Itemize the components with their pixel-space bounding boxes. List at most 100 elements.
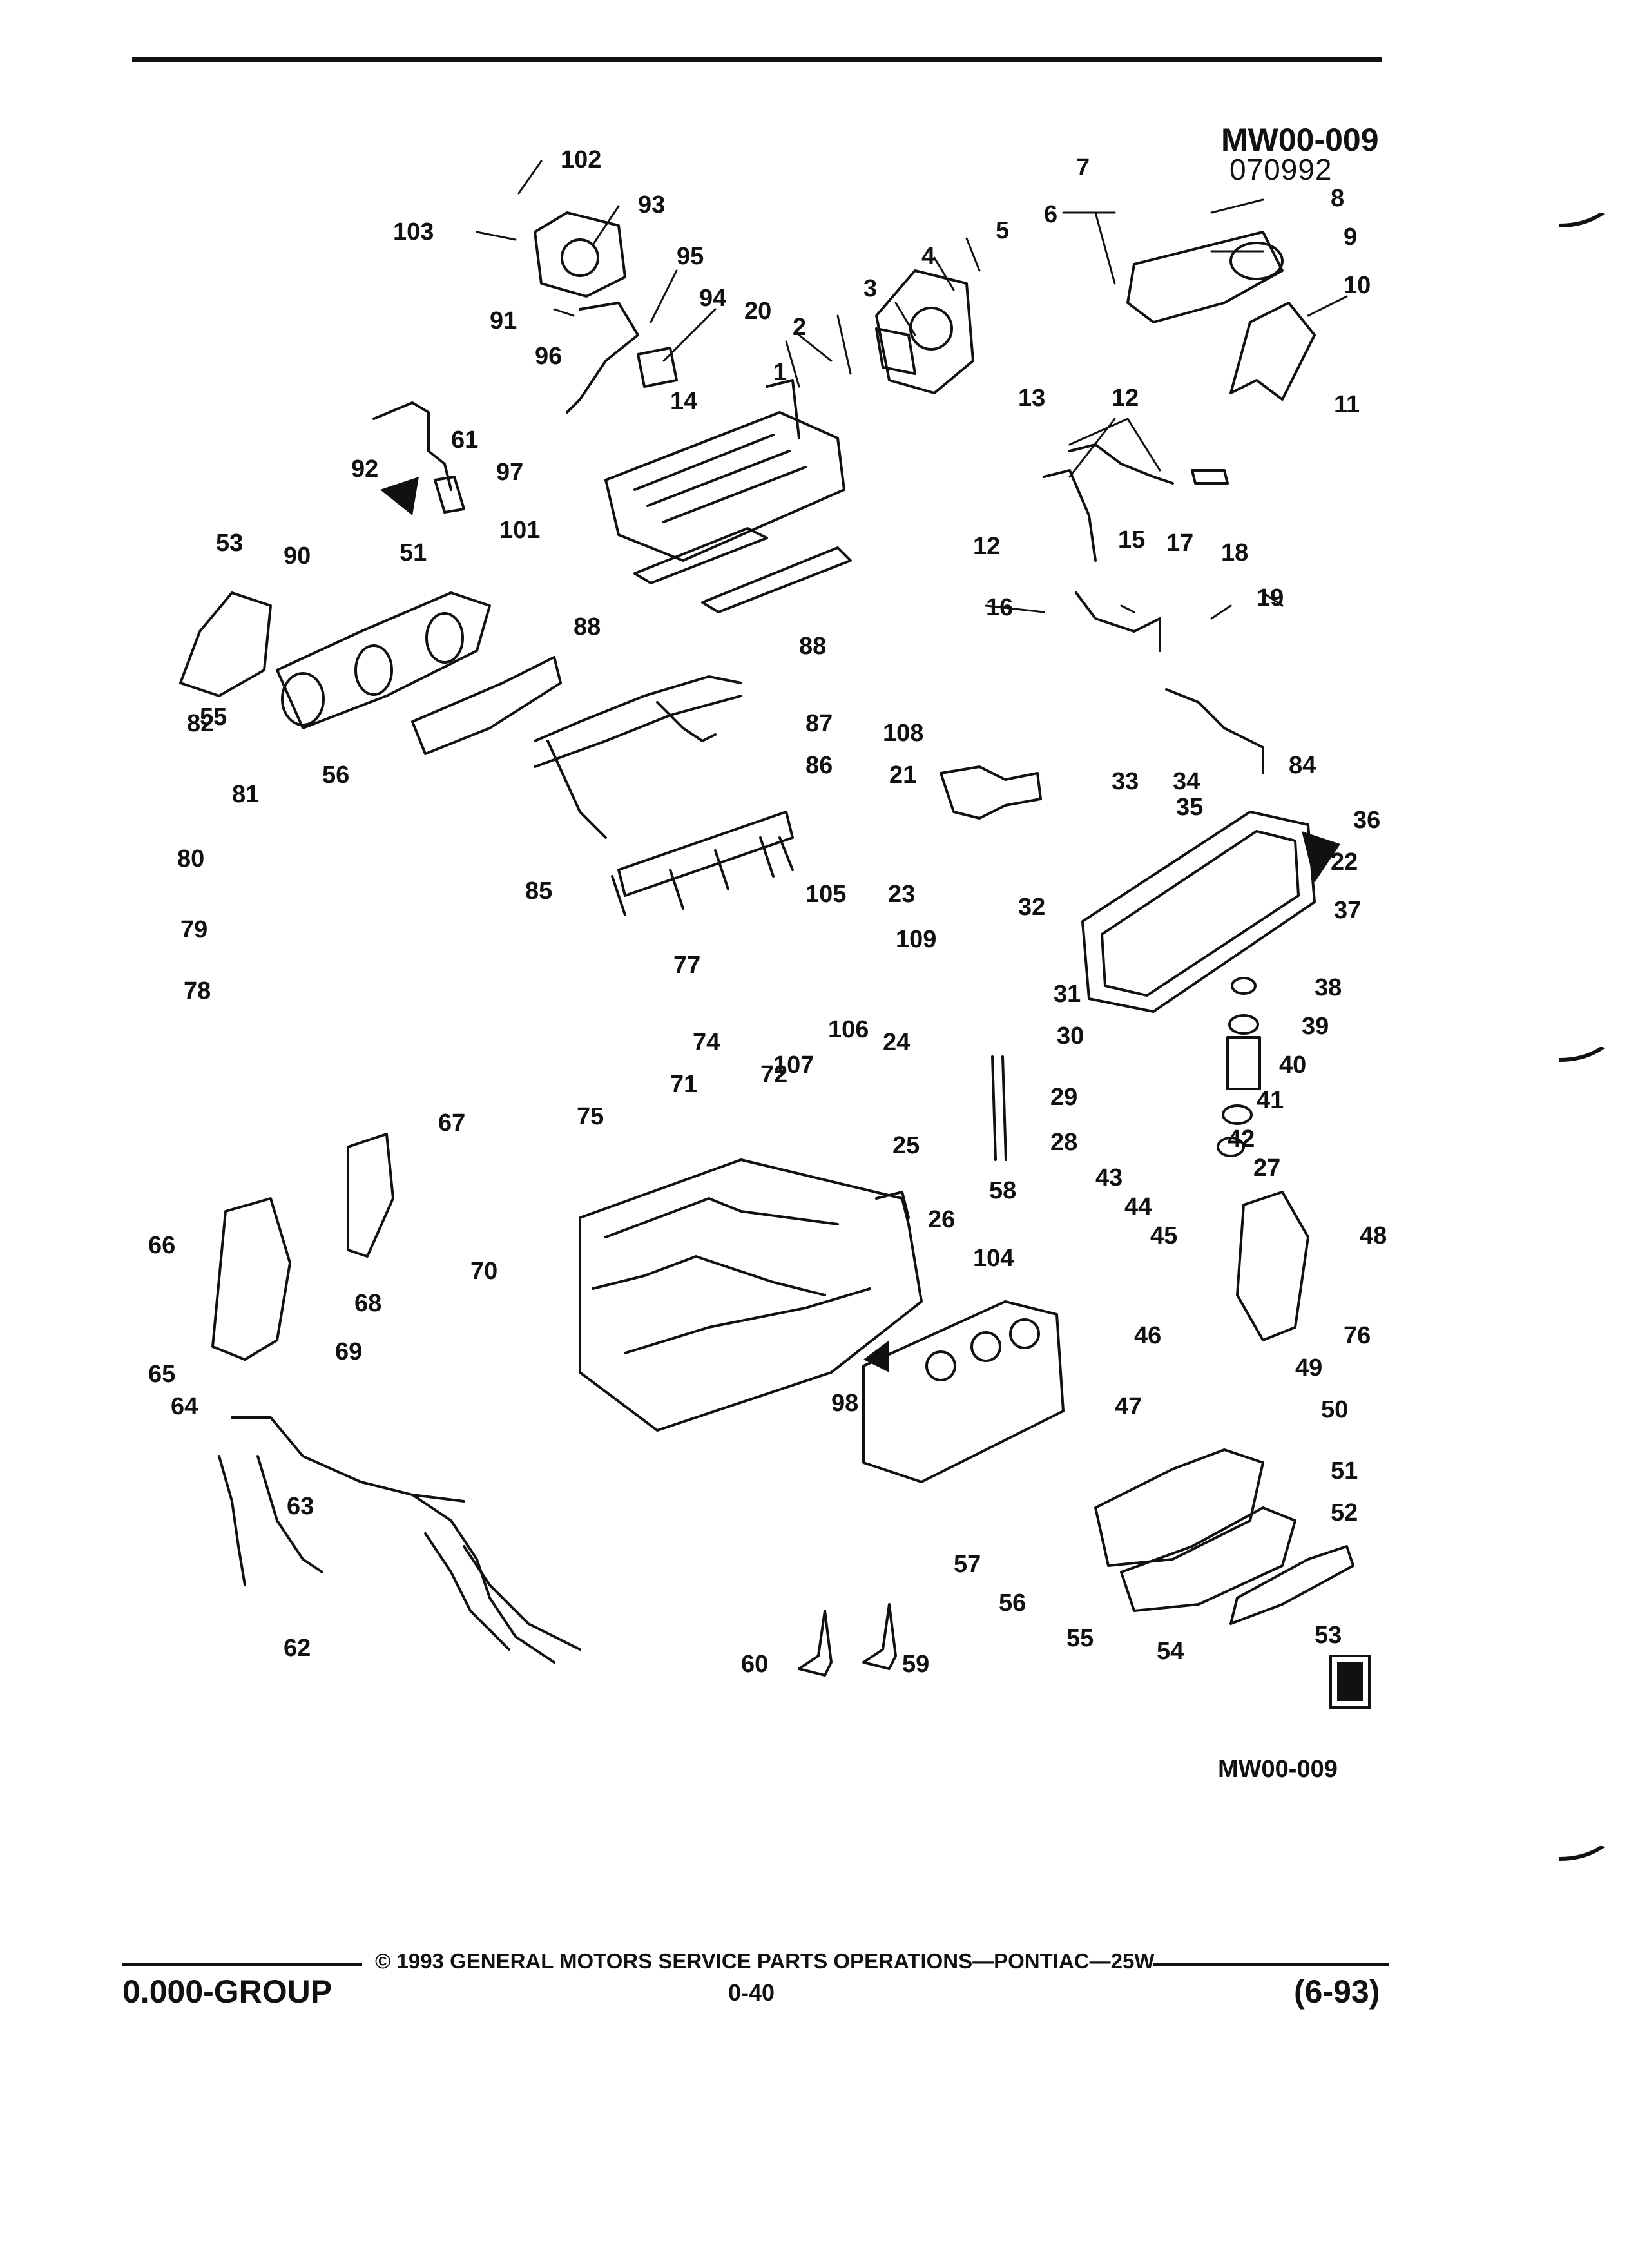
callout-20: 20	[744, 298, 771, 325]
callout-53b: 53	[216, 530, 243, 557]
callout-33: 33	[1112, 768, 1139, 795]
callout-92: 92	[351, 456, 378, 483]
callout-80: 80	[177, 845, 204, 872]
engine-block	[579, 1158, 923, 1432]
callout-87: 87	[805, 710, 833, 737]
callout-59: 59	[902, 1651, 929, 1678]
callout-56b: 56	[322, 762, 349, 789]
callout-108: 108	[883, 720, 923, 747]
callout-102: 102	[561, 146, 601, 173]
callout-39: 39	[1302, 1013, 1329, 1040]
callout-11: 11	[1334, 391, 1360, 418]
cylinder-head	[862, 1300, 1065, 1483]
callout-44: 44	[1124, 1193, 1152, 1220]
throttle-body	[875, 269, 974, 394]
callout-54: 54	[1157, 1638, 1184, 1665]
callout-4: 4	[921, 243, 935, 270]
leader-lines	[476, 160, 1348, 620]
callout-71: 71	[670, 1071, 697, 1098]
callout-1: 1	[773, 359, 787, 386]
callout-109: 109	[896, 926, 936, 953]
callout-53a: 53	[1315, 1622, 1342, 1649]
callout-72: 72	[760, 1061, 787, 1088]
callout-91: 91	[490, 307, 517, 334]
callout-12b: 12	[973, 533, 1000, 560]
binder-tab-mark	[1559, 1047, 1605, 1062]
footer-rule-right	[1153, 1963, 1389, 1966]
callout-48: 48	[1360, 1222, 1387, 1249]
callout-9: 9	[1344, 224, 1357, 251]
exhaust-manifold-left	[179, 591, 562, 755]
callout-64: 64	[171, 1393, 198, 1420]
callout-69: 69	[335, 1338, 362, 1365]
fuel-rail	[611, 811, 794, 916]
callout-88b: 88	[799, 633, 826, 660]
callout-66: 66	[148, 1232, 175, 1259]
figure-code: MW00-009	[1221, 122, 1379, 158]
callout-45: 45	[1150, 1222, 1177, 1249]
upper-intake-manifold	[604, 379, 852, 613]
callout-74: 74	[693, 1029, 720, 1056]
group-label: 0.000-GROUP	[122, 1974, 333, 2010]
callout-55a: 55	[1066, 1625, 1094, 1652]
callout-24: 24	[883, 1029, 910, 1056]
callout-68: 68	[354, 1290, 381, 1317]
callout-27: 27	[1253, 1155, 1280, 1182]
exhaust-manifold-right	[1094, 1448, 1354, 1625]
callout-16: 16	[986, 594, 1013, 621]
callout-14: 14	[670, 388, 697, 415]
egr-assembly	[534, 211, 678, 414]
callout-31: 31	[1054, 981, 1081, 1008]
callout-51b: 51	[400, 539, 427, 566]
callout-37: 37	[1334, 897, 1361, 924]
callout-8: 8	[1331, 185, 1344, 212]
spark-plug-wires	[218, 1416, 581, 1664]
valves	[798, 1603, 897, 1677]
thermostat-housing	[940, 765, 1042, 820]
callout-97: 97	[496, 459, 523, 486]
valve-spring-stack	[1217, 977, 1261, 1157]
callout-29: 29	[1050, 1084, 1077, 1111]
callout-30: 30	[1057, 1023, 1084, 1050]
callout-46: 46	[1134, 1322, 1161, 1349]
callout-19: 19	[1257, 584, 1284, 611]
callout-85: 85	[525, 878, 552, 905]
callout-7: 7	[1076, 154, 1090, 181]
callout-63: 63	[287, 1493, 314, 1520]
oxygen-sensor	[372, 401, 465, 514]
pushrod	[991, 1055, 1007, 1161]
callout-25: 25	[892, 1132, 920, 1159]
callout-36: 36	[1353, 807, 1380, 834]
callout-93: 93	[638, 191, 665, 218]
callout-82: 82	[187, 710, 214, 737]
callout-55b: 55	[200, 704, 227, 731]
callout-56a: 56	[999, 1590, 1026, 1617]
callout-77: 77	[673, 952, 700, 979]
footer-rule-left	[122, 1963, 362, 1966]
callout-50: 50	[1321, 1396, 1348, 1423]
callout-43: 43	[1095, 1164, 1123, 1191]
callout-28: 28	[1050, 1129, 1077, 1156]
engine-mount-bracket	[211, 1133, 394, 1361]
callout-38: 38	[1315, 974, 1342, 1001]
callout-78: 78	[184, 977, 211, 1004]
callout-12a: 12	[1112, 385, 1139, 412]
callout-90: 90	[284, 543, 311, 570]
callout-60: 60	[741, 1651, 768, 1678]
callout-13: 13	[1018, 385, 1045, 412]
callout-84: 84	[1289, 752, 1316, 779]
callout-98: 98	[831, 1390, 858, 1417]
callout-21: 21	[889, 762, 916, 789]
callout-18: 18	[1221, 539, 1248, 566]
callout-96: 96	[535, 343, 562, 370]
callout-105: 105	[805, 881, 846, 908]
callout-95: 95	[677, 243, 704, 270]
callout-52: 52	[1331, 1499, 1358, 1526]
callout-94: 94	[699, 285, 726, 312]
revision-date: (6-93)	[1294, 1974, 1380, 2010]
callout-103: 103	[393, 218, 434, 245]
copyright-text: © 1993 GENERAL MOTORS SERVICE PARTS OPER…	[375, 1949, 1155, 1973]
callout-2: 2	[793, 314, 806, 341]
callout-81: 81	[232, 781, 259, 808]
